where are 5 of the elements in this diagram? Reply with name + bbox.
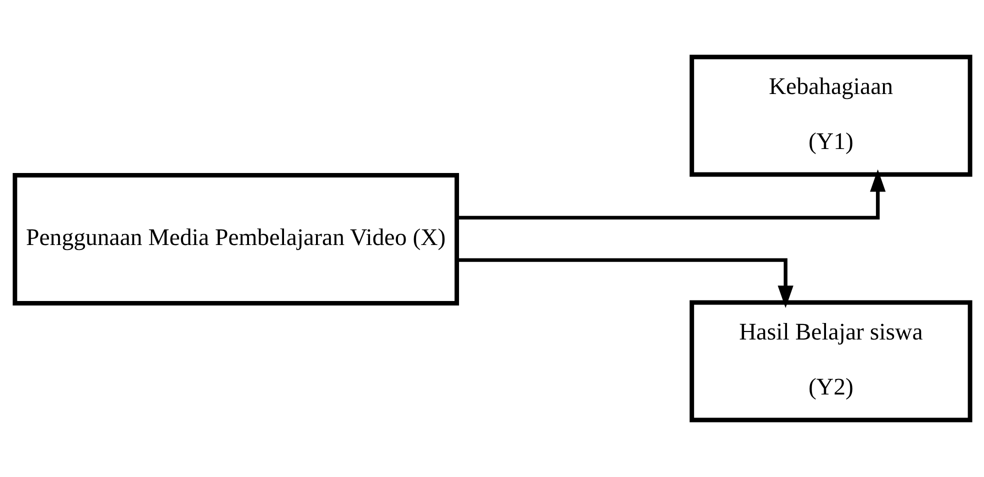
node-box: Kebahagiaan (Y1): [689, 54, 972, 177]
arrow: [456, 258, 793, 308]
node-box: Hasil Belajar siswa (Y2): [689, 300, 972, 422]
node-box: Penggunaan Media Pembelajaran Video (X): [12, 173, 459, 306]
arrow: [456, 169, 886, 220]
